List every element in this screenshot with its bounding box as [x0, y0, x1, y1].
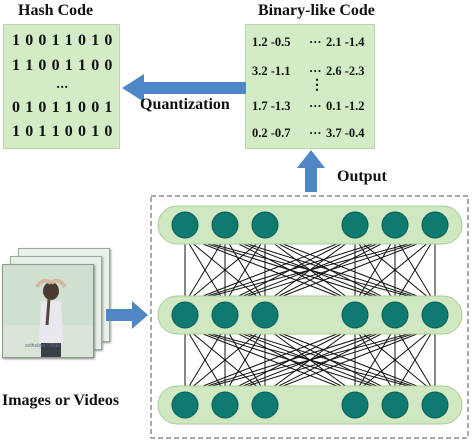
network-connection	[184, 236, 436, 304]
network-connection	[224, 236, 266, 304]
network-connection	[184, 236, 226, 304]
hash-row: 1 1 0 0 1 1 0 0	[12, 57, 113, 74]
network-node	[211, 211, 239, 239]
network-connection	[354, 326, 436, 394]
neural-network	[150, 195, 469, 439]
network-layer	[157, 295, 463, 335]
network-connection	[264, 326, 436, 394]
person-photo	[3, 265, 93, 357]
network-node	[381, 211, 409, 239]
network-layer	[157, 205, 463, 245]
network-connection	[264, 236, 436, 304]
input-image-stack: sothebys / 2017	[2, 248, 110, 358]
bin-left: 1.7 -1.3	[252, 99, 291, 113]
network-node	[421, 211, 449, 239]
network-node	[381, 301, 409, 329]
hash-code-box: 1 0 0 1 1 0 1 0 1 1 0 0 1 1 0 0 ... 0 1 …	[3, 24, 120, 149]
bin-right: 2.6 -2.3	[326, 64, 365, 78]
network-frame	[150, 195, 469, 439]
network-node	[171, 211, 199, 239]
network-node	[341, 211, 369, 239]
hash-row: 1 0 1 1 0 0 1 0	[12, 123, 113, 140]
network-connection	[184, 326, 266, 394]
photo-front: sothebys / 2017	[2, 264, 94, 358]
network-node	[421, 301, 449, 329]
network-connection	[184, 236, 356, 304]
hash-ellipsis: ...	[56, 77, 69, 92]
network-connection	[354, 236, 436, 304]
network-node	[381, 391, 409, 419]
bin-right: 0.1 -1.2	[326, 99, 365, 113]
network-node	[251, 391, 279, 419]
binary-like-code-box: 1.2 -0.5 ··· 2.1 -1.4 3.2 -1.1 ··· 2.6 -…	[245, 24, 375, 149]
hash-row: 0 1 0 1 1 0 0 1	[12, 99, 113, 116]
network-connection	[354, 326, 396, 394]
bin-mid: ···	[309, 35, 322, 49]
network-connection	[184, 326, 436, 394]
photo-caption: sothebys / 2017	[25, 343, 61, 349]
bin-mid: ···	[309, 99, 322, 113]
network-connection	[184, 236, 396, 304]
network-connection	[224, 236, 436, 304]
bin-left: 3.2 -1.1	[252, 64, 291, 78]
network-connection	[394, 326, 436, 394]
hash-row: 1 0 0 1 1 0 1 0	[12, 32, 113, 49]
network-connection	[394, 236, 436, 304]
network-connection	[184, 326, 226, 394]
hash-code-title: Hash Code	[18, 2, 94, 19]
bin-mid: ···	[309, 126, 322, 140]
network-node	[421, 391, 449, 419]
network-connection	[224, 326, 436, 394]
network-node	[171, 301, 199, 329]
network-node	[251, 301, 279, 329]
network-node	[211, 301, 239, 329]
output-arrow	[297, 150, 325, 192]
bin-mid: ···	[309, 64, 322, 78]
network-node	[341, 301, 369, 329]
network-connection	[184, 236, 266, 304]
network-connection	[224, 326, 266, 394]
quantization-arrow	[122, 74, 246, 102]
network-node	[251, 211, 279, 239]
bin-left: 0.2 -0.7	[252, 126, 291, 140]
network-connection	[184, 326, 396, 394]
network-connection	[184, 326, 356, 394]
bin-vertical-ellipsis: ⋮	[310, 78, 324, 93]
quantization-label: Quantization	[140, 96, 230, 113]
network-node	[341, 391, 369, 419]
network-layer	[157, 385, 463, 425]
output-label: Output	[337, 168, 387, 185]
binary-like-code-title: Binary-like Code	[258, 2, 375, 19]
bin-right: 3.7 -0.4	[326, 126, 365, 140]
network-node	[171, 391, 199, 419]
network-connection	[354, 236, 396, 304]
bin-left: 1.2 -0.5	[252, 35, 291, 49]
input-arrow	[106, 301, 148, 329]
network-node	[211, 391, 239, 419]
bin-right: 2.1 -1.4	[326, 35, 365, 49]
input-label: Images or Videos	[2, 392, 120, 409]
